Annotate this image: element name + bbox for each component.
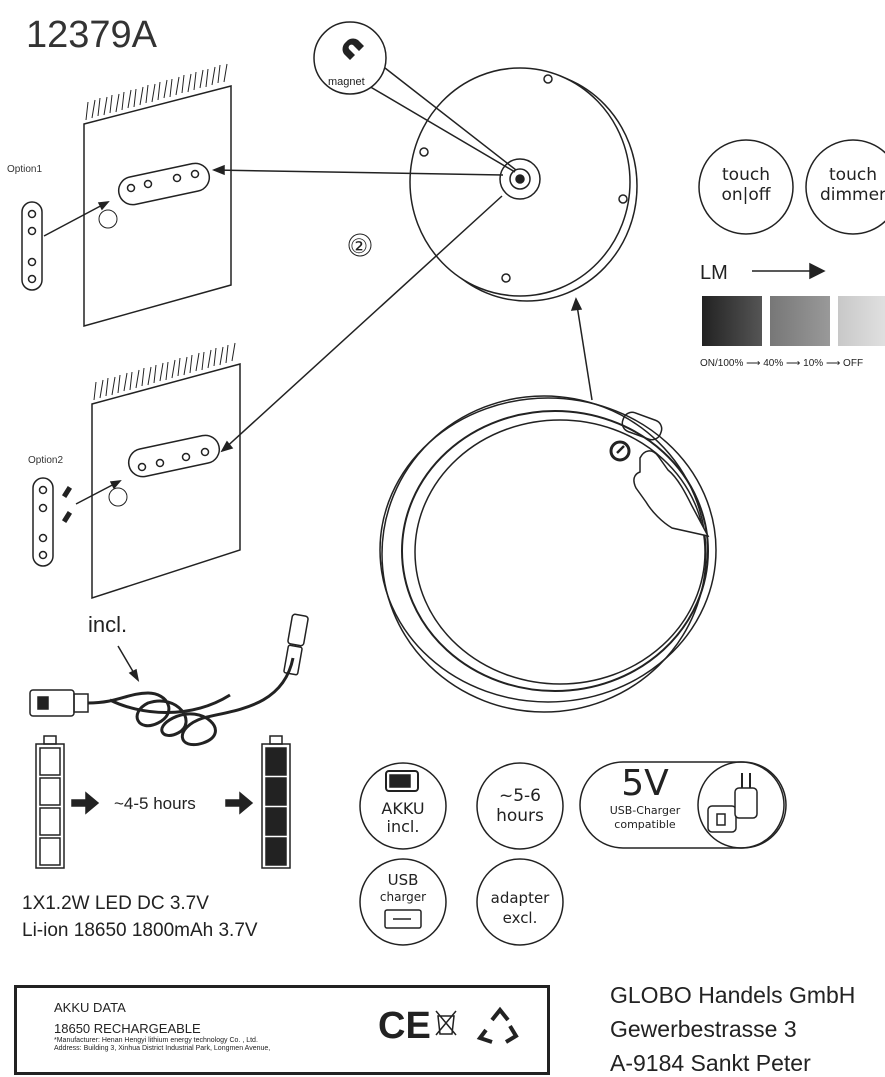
touch-dimmer-badge: touch dimmer	[806, 165, 885, 205]
company-street: Gewerbestrasse 3	[610, 1016, 797, 1042]
swatch-40	[770, 296, 830, 346]
company-name: GLOBO Handels GmbH	[610, 982, 856, 1008]
runtime-badge-line2: hours	[496, 806, 544, 826]
akku-manufacturer-line: *Manufacturer: Henan Hengyi lithium ener…	[54, 1037, 258, 1044]
usb-badge-line2: charger	[379, 890, 427, 904]
wall-panel-1	[83, 63, 232, 327]
dimming-scale: ON/100% ⟶ 40% ⟶ 10% ⟶ OFF	[700, 358, 864, 369]
option2-label: Option2	[28, 455, 64, 466]
company-city: A-9184 Sankt Peter	[610, 1050, 811, 1076]
swatch-100	[702, 296, 762, 346]
touch-onoff-badge: touch on|off	[699, 165, 793, 205]
included-label: incl.	[88, 612, 128, 637]
magnet-label: magnet	[328, 76, 365, 88]
runtime-badge-line1: ~5-6	[498, 786, 541, 806]
step2-marker: ②	[350, 236, 368, 258]
charger-badge: 5V USB-Charger compatible	[590, 764, 700, 832]
light-ring-front	[379, 395, 717, 713]
spec-line-1: 1X1.2W LED DC 3.7V	[22, 893, 209, 914]
usb-cable	[29, 613, 309, 747]
light-disc-back	[409, 67, 638, 302]
charger-badge-line1: USB-Charger	[609, 804, 681, 817]
akku-badge: AKKU incl.	[360, 800, 446, 836]
battery-empty	[35, 735, 65, 869]
option2-bracket	[32, 477, 73, 567]
battery-full	[261, 735, 291, 869]
spec-line-2: Li-ion 18650 1800mAh 3.7V	[22, 920, 258, 941]
charger-badge-voltage: 5V	[621, 763, 669, 804]
touch-onoff-line1: touch	[722, 165, 770, 185]
lm-label: LM	[700, 262, 728, 284]
akku-badge-line1: AKKU	[381, 799, 425, 818]
ce-mark: CE	[378, 1005, 431, 1047]
adapter-badge-line1: adapter	[490, 889, 550, 907]
akku-data-type: 18650 RECHARGEABLE	[54, 1021, 201, 1036]
akku-data-title: AKKU DATA	[54, 1000, 126, 1015]
model-number: 12379A	[26, 14, 158, 56]
akku-badge-line2: incl.	[386, 817, 420, 836]
option1-label: Option1	[7, 164, 43, 175]
usb-badge: USB charger	[360, 872, 446, 906]
option1-bracket	[21, 201, 43, 291]
touch-dimmer-line2: dimmer	[819, 185, 885, 205]
touch-onoff-line2: on|off	[721, 185, 771, 205]
akku-data-manufacturer: *Manufacturer: Henan Hengyi lithium ener…	[54, 1037, 374, 1053]
usb-badge-line1: USB	[387, 871, 419, 889]
charge-time: ~4-5 hours	[114, 794, 196, 813]
touch-dimmer-line1: touch	[829, 165, 877, 185]
adapter-badge: adapter excl.	[477, 888, 563, 928]
swatch-10	[838, 296, 885, 346]
wall-panel-2	[91, 342, 241, 600]
charger-badge-line2: compatible	[614, 818, 676, 831]
adapter-badge-line2: excl.	[502, 909, 538, 927]
runtime-badge: ~5-6 hours	[477, 786, 563, 826]
akku-address-line: Address: Building 3, Xinhua District Ind…	[54, 1045, 271, 1052]
